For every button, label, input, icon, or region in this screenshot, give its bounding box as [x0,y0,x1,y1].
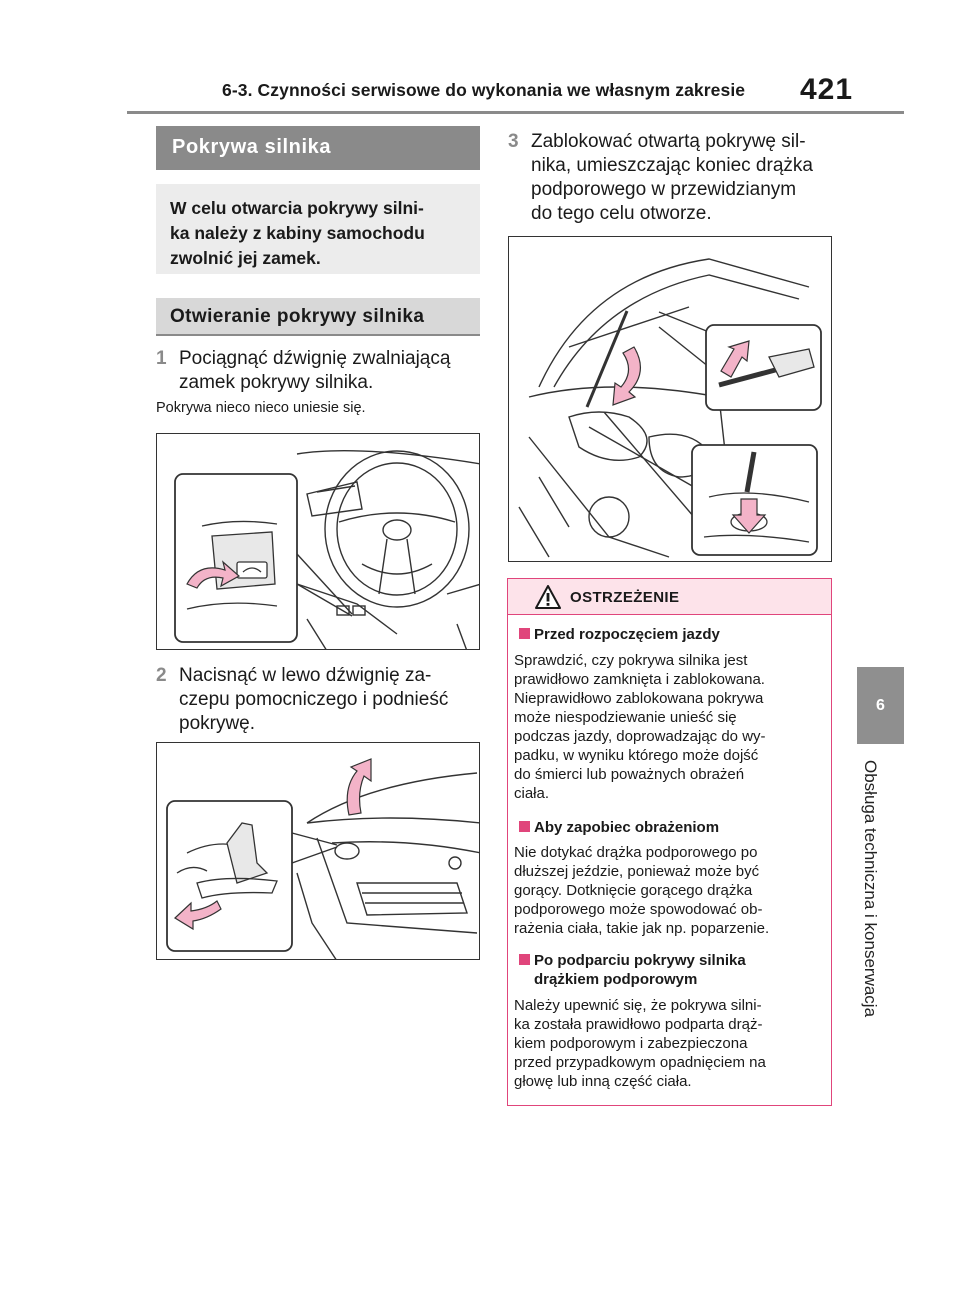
intro-line: ka należy z kabiny samochodu [170,223,425,243]
pull-arrow-icon [186,560,241,589]
header-rule [127,111,904,114]
step-line: Nacisnąć w lewo dźwignię za- [179,665,432,686]
step-1: 1 Pociągnąć dźwignię zwalniającą zamek p… [156,347,450,395]
intro-box: W celu otwarcia pokrywy silni- ka należy… [156,184,480,274]
intro-line: W celu otwarcia pokrywy silni- [170,198,424,218]
step-line: Pociągnąć dźwignię zwalniającą [179,348,451,369]
step-line: pokrywę. [179,713,256,734]
bullet-square-icon [519,628,530,639]
lower-rod-arrow-icon [612,346,641,406]
step-number: 3 [508,131,519,152]
chapter-tab: 6 [857,667,904,744]
step-line: Zablokować otwartą pokrywę sil- [531,131,806,152]
step-3: 3 Zablokować otwartą pokrywę sil- nika, … [508,130,813,226]
insert-down-arrow-icon [731,498,767,534]
warning-section-body: Należy upewnić się, że pokrywa silni- ka… [514,997,766,1090]
support-rod-line [585,310,629,408]
chapter-title-vertical: Obsługa techniczna i konserwacja [861,760,880,1018]
subsection-title: Otwieranie pokrywy silnika [156,298,480,336]
step-line: zamek pokrywy silnika. [179,372,374,393]
warning-section-title: Aby zapobiec obrażeniom [519,818,719,837]
warning-triangle-icon [535,585,561,609]
support-rod-illustration [518,258,822,558]
step-1-note: Pokrywa nieco nieco uniesie się. [156,400,366,416]
step-line: podporowego w przewidzianym [531,179,797,200]
step-line: do tego celu otworze. [531,203,712,224]
warning-heading: OSTRZEŻENIE [570,589,680,606]
bullet-square-icon [519,821,530,832]
lift-arrow-icon [346,758,372,816]
warning-section-title: Po podparciu pokrywy silnika drążkiem po… [519,951,746,989]
step-line: czepu pomocniczego i podnieść [179,689,449,710]
hood-catch-illustration [166,758,479,959]
warning-section-title: Przed rozpoczęciem jazdy [519,625,720,644]
step-number: 1 [156,348,167,369]
warning-box: OSTRZEŻENIE Przed rozpoczęciem jazdy Spr… [507,578,832,1106]
figure-hood-auxiliary-catch [156,742,480,960]
rotate-arrow-icon [720,340,750,378]
figure-hood-support-rod [508,236,832,562]
push-left-arrow-icon [174,900,222,931]
step-2: 2 Nacisnąć w lewo dźwignię za- czepu pom… [156,664,448,736]
running-header-title: 6-3. Czynności serwisowe do wykonania we… [222,80,746,100]
bullet-square-icon [519,954,530,965]
section-title: Pokrywa silnika [156,126,480,170]
chapter-number: 6 [876,696,885,714]
hood-release-illustration [174,449,479,649]
intro-line: zwolnić jej zamek. [170,248,321,268]
page-number: 421 [800,73,854,106]
step-number: 2 [156,665,167,686]
warning-header: OSTRZEŻENIE [508,579,831,615]
warning-section-body: Nie dotykać drążka podporowego po dłuższ… [514,844,770,937]
warning-section-body: Sprawdzić, czy pokrywa silnika jest praw… [514,652,766,802]
step-line: nika, umieszczając koniec drążka [531,155,813,176]
figure-hood-release-lever [156,433,480,650]
